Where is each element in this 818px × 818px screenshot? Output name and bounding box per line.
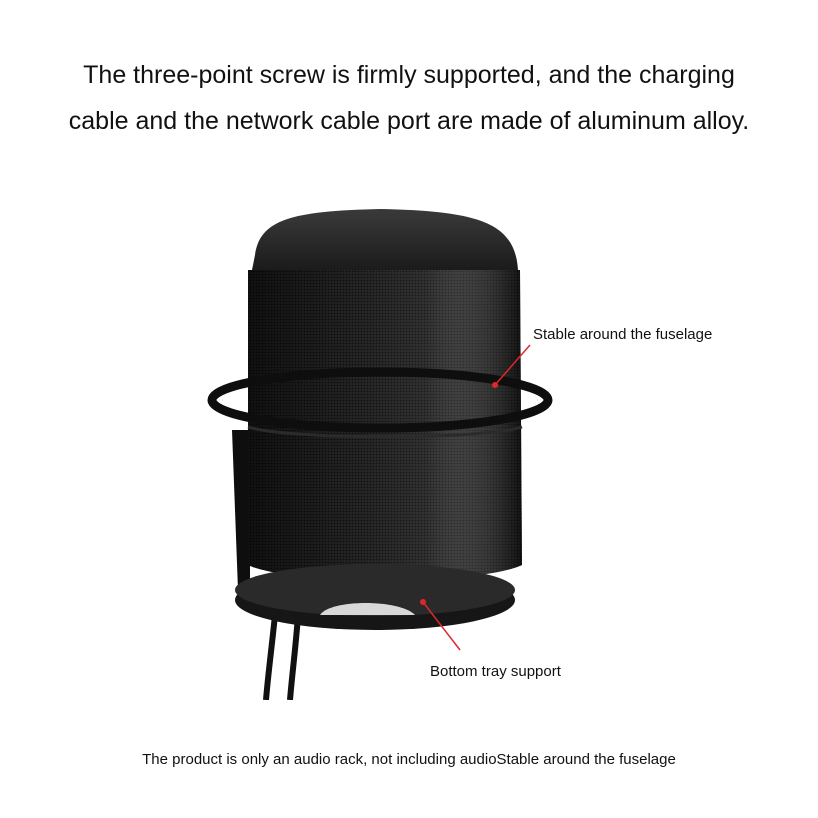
headline-line-1: The three-point screw is firmly supporte… bbox=[83, 61, 735, 89]
callout-label-tray: Bottom tray support bbox=[430, 663, 561, 680]
bottom-tray bbox=[235, 564, 515, 630]
headline-line-2: cable and the network cable port are mad… bbox=[68, 107, 750, 135]
footer-disclaimer: The product is only an audio rack, not i… bbox=[142, 751, 676, 768]
upper-ring bbox=[207, 367, 553, 439]
bracket-back-plate bbox=[232, 430, 250, 590]
callout-lines bbox=[420, 344, 531, 651]
callout-label-fuselage: Stable around the fuselage bbox=[533, 326, 713, 343]
speaker-top bbox=[250, 209, 518, 280]
headline: The three-point screw is firmly supporte… bbox=[0, 52, 818, 144]
cables bbox=[263, 614, 301, 700]
speaker-mount-illustration bbox=[207, 209, 553, 700]
